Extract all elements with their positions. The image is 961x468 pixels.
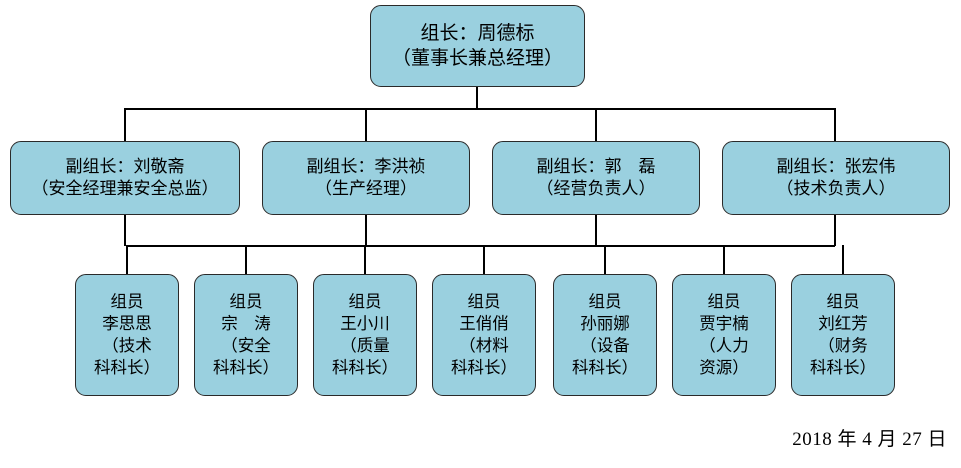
- node-member-3-line-2: 王俏俏: [459, 314, 509, 334]
- connector-drop-deputy-3: [834, 108, 836, 142]
- node-member-1: 组员 宗 涛 （安全 科科长）: [194, 274, 298, 396]
- node-member-4-line-1: 组员: [588, 292, 622, 312]
- node-deputy-2-line-1: 副组长：郭 磊: [536, 156, 656, 176]
- node-member-6-line-4: 科科长）: [810, 357, 876, 377]
- node-member-2-line-3: （质量: [340, 336, 390, 355]
- node-member-1-line-4: 科科长）: [213, 357, 279, 377]
- node-member-4-line-4: 科科长）: [572, 357, 638, 377]
- node-member-6-line-3: （财务: [818, 336, 868, 355]
- connector-drop-member-2: [364, 245, 366, 275]
- node-member-6-line-1: 组员: [826, 292, 860, 312]
- footer-date: 2018 年 4 月 27 日: [792, 429, 947, 450]
- connector-drop-member-3: [483, 245, 485, 275]
- node-deputy-1-line-2: （生产经理）: [315, 179, 417, 198]
- connector-drop-deputy-1: [365, 108, 367, 142]
- connector-riser-deputy-0: [124, 214, 126, 246]
- node-member-4: 组员 孙丽娜 （设备 科科长）: [553, 274, 657, 396]
- node-leader: 组长：周德标 （董事长兼总经理）: [370, 5, 585, 87]
- node-member-2-line-4: 科科长）: [332, 357, 398, 377]
- node-member-4-line-2: 孙丽娜: [580, 314, 630, 334]
- node-deputy-0-line-1: 副组长：刘敬斋: [65, 156, 185, 176]
- node-member-2: 组员 王小川 （质量 科科长）: [313, 274, 417, 396]
- node-member-6: 组员 刘红芳 （财务 科科长）: [791, 274, 895, 396]
- connector-deputy-bus: [124, 108, 836, 110]
- node-deputy-0: 副组长：刘敬斋 （安全经理兼安全总监）: [10, 141, 240, 215]
- node-member-5-line-2: 贾宇楠: [699, 314, 749, 334]
- node-member-5-line-3: （人力: [699, 336, 749, 355]
- node-member-3: 组员 王俏俏 （材料 科科长）: [432, 274, 536, 396]
- node-deputy-3-line-2: （技术负责人）: [776, 179, 896, 198]
- node-member-2-line-2: 王小川: [340, 314, 390, 334]
- node-member-4-line-3: （设备: [580, 336, 630, 355]
- node-member-3-line-4: 科科长）: [451, 357, 517, 377]
- node-deputy-3: 副组长：张宏伟 （技术负责人）: [722, 141, 950, 215]
- connector-drop-member-6: [842, 245, 844, 275]
- node-deputy-2-line-2: （经营负责人）: [536, 179, 656, 198]
- connector-drop-member-0: [126, 245, 128, 275]
- node-member-1-line-2: 宗 涛: [221, 314, 271, 334]
- connector-leader-stem: [476, 86, 478, 109]
- node-member-5: 组员 贾宇楠 （人力 资源）: [672, 274, 776, 396]
- node-member-6-line-2: 刘红芳: [818, 314, 868, 334]
- node-member-1-line-3: （安全: [221, 336, 271, 355]
- node-deputy-1: 副组长：李洪祯 （生产经理）: [262, 141, 470, 215]
- node-deputy-1-line-1: 副组长：李洪祯: [306, 156, 426, 176]
- connector-drop-deputy-2: [595, 108, 597, 142]
- connector-riser-deputy-1: [365, 214, 367, 246]
- node-deputy-3-line-1: 副组长：张宏伟: [776, 156, 896, 176]
- connector-riser-deputy-3: [834, 214, 836, 246]
- node-member-0: 组员 李思思 （技术 科科长）: [75, 274, 179, 396]
- node-member-1-line-1: 组员: [229, 292, 263, 312]
- node-member-5-line-4: 资源）: [699, 357, 749, 377]
- node-leader-line-1: 组长：周德标: [420, 22, 535, 44]
- connector-drop-deputy-0: [124, 108, 126, 142]
- node-member-0-line-1: 组员: [110, 292, 144, 312]
- connector-riser-deputy-2: [595, 214, 597, 246]
- node-member-0-line-4: 科科长）: [94, 357, 160, 377]
- connector-member-bus: [126, 245, 835, 247]
- node-deputy-2: 副组长：郭 磊 （经营负责人）: [492, 141, 700, 215]
- node-member-5-line-1: 组员: [707, 292, 741, 312]
- connector-drop-member-5: [723, 245, 725, 275]
- node-member-0-line-2: 李思思: [102, 314, 152, 334]
- node-member-0-line-3: （技术: [102, 336, 152, 355]
- connector-drop-member-4: [604, 245, 606, 275]
- node-deputy-0-line-2: （安全经理兼安全总监）: [31, 179, 219, 198]
- node-leader-line-2: （董事长兼总经理）: [391, 48, 563, 69]
- node-member-3-line-3: （材料: [459, 336, 509, 355]
- connector-drop-member-1: [245, 245, 247, 275]
- node-member-2-line-1: 组员: [348, 292, 382, 312]
- node-member-3-line-1: 组员: [467, 292, 501, 312]
